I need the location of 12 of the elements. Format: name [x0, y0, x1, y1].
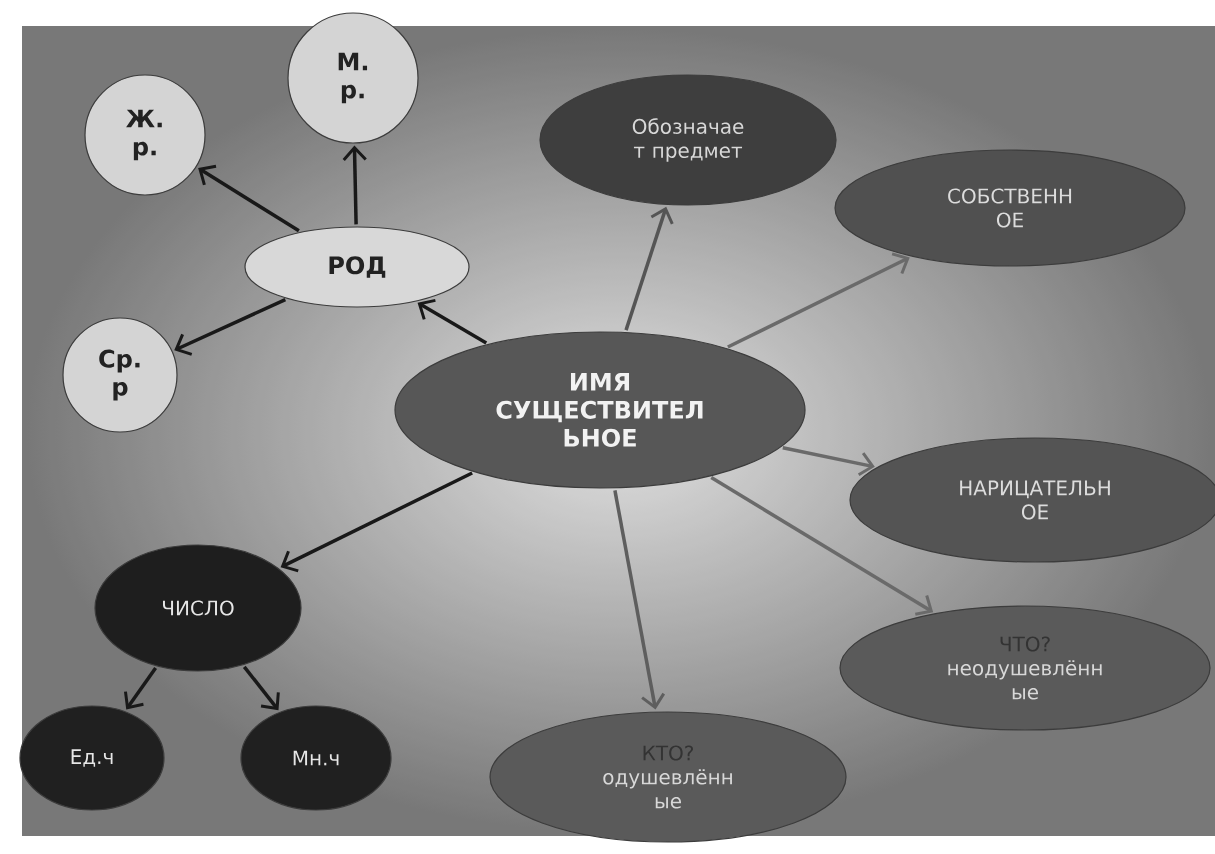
arrow: [613, 490, 666, 710]
arrow: [242, 665, 280, 711]
arrow: [624, 206, 674, 331]
arrow: [198, 164, 300, 233]
arrow: [417, 298, 488, 345]
arrow: [782, 446, 875, 477]
arrow: [174, 298, 287, 356]
arrow: [124, 666, 158, 710]
arrow: [710, 476, 934, 616]
arrow: [280, 471, 473, 573]
arrow: [342, 145, 367, 225]
arrow: [727, 252, 910, 349]
